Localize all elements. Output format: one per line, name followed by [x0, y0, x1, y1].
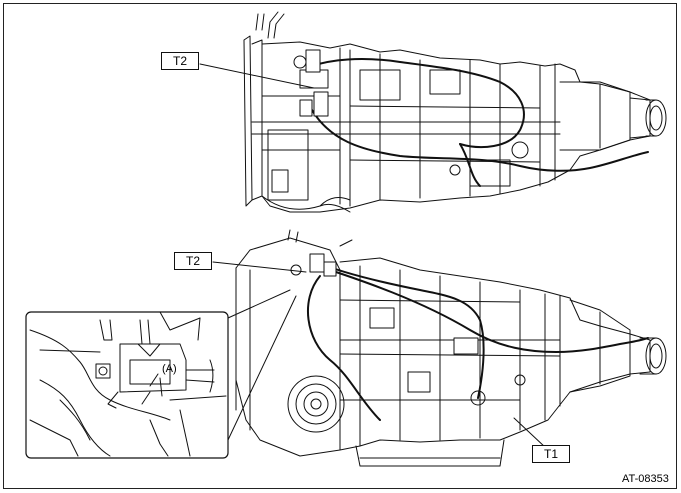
- callout-top-t2: T2: [161, 52, 199, 70]
- inset-detail: [25, 311, 229, 459]
- top-transmission: [199, 11, 667, 213]
- callout-bottom-t2: T2: [174, 252, 212, 270]
- figure-border: [3, 3, 677, 489]
- callout-t1: T1: [532, 445, 570, 463]
- bottom-transmission: [212, 229, 667, 467]
- inset-label-a: (A): [162, 363, 177, 375]
- figure-code: AT-08353: [622, 473, 669, 485]
